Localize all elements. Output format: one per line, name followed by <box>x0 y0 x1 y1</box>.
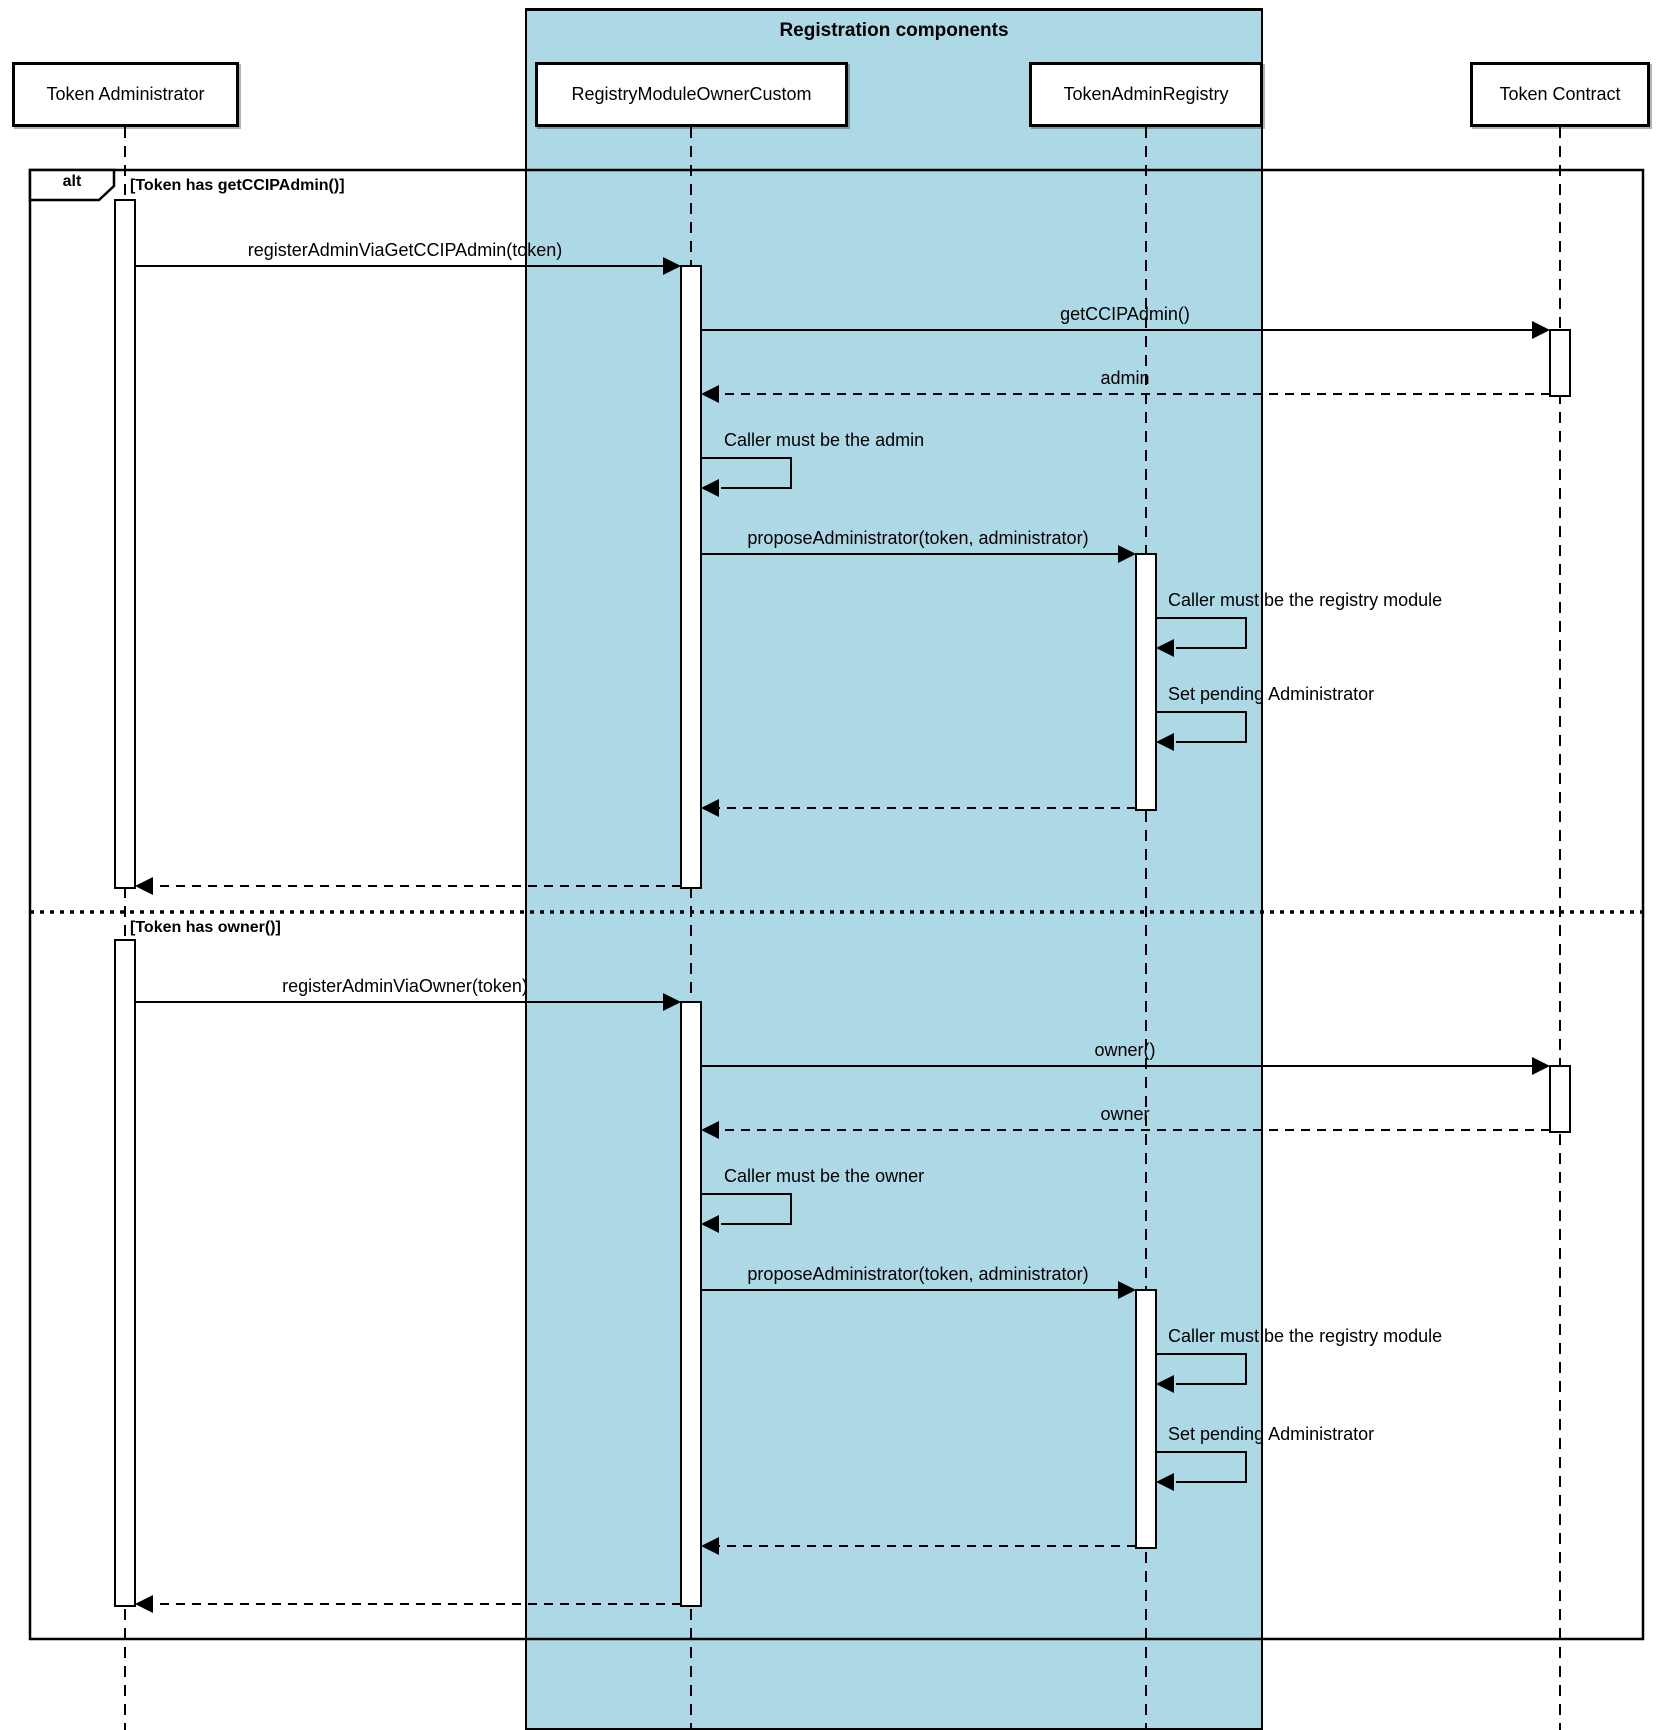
arrowhead <box>1156 1473 1174 1491</box>
alt-operator-label: alt <box>62 173 82 190</box>
message-label: Set pending Administrator <box>1168 1424 1375 1444</box>
message-label: proposeAdministrator(token, administrato… <box>747 1264 1089 1284</box>
message-label: Caller must be the admin <box>724 430 925 450</box>
arrowhead <box>1532 1057 1550 1075</box>
self-message-caller-must-be-registry-module-2 <box>1156 1353 1247 1385</box>
message-label: owner <box>1100 1104 1150 1124</box>
arrowhead <box>1156 733 1174 751</box>
arrowhead <box>663 993 681 1011</box>
participant-token-admin-registry: TokenAdminRegistry <box>1029 62 1263 127</box>
self-message-set-pending-administrator-2 <box>1156 1451 1247 1483</box>
message-label: Caller must be the owner <box>724 1166 925 1186</box>
activation-bar-token-contract-2 <box>1549 1065 1571 1133</box>
participant-label: Token Contract <box>1499 84 1621 104</box>
arrowhead <box>663 257 681 275</box>
activation-bar-registry-module-2 <box>680 1001 702 1607</box>
message-label: Set pending Administrator <box>1168 684 1375 704</box>
activation-bar-token-administrator-2 <box>114 939 136 1607</box>
arrowhead <box>135 877 153 895</box>
arrowhead <box>1118 1281 1136 1299</box>
message-label: proposeAdministrator(token, administrato… <box>747 528 1089 548</box>
guard-condition-1: [Token has getCCIPAdmin()] <box>130 177 345 194</box>
alt-frame <box>28 168 1645 1641</box>
participant-registry-module-owner-custom: RegistryModuleOwnerCustom <box>535 62 848 127</box>
arrowhead <box>701 1121 719 1139</box>
arrowhead <box>701 1215 719 1233</box>
activation-bar-token-admin-registry-2 <box>1135 1289 1157 1549</box>
self-message-caller-must-be-owner <box>701 1193 792 1225</box>
arrowhead <box>701 385 719 403</box>
activation-bar-token-administrator-1 <box>114 199 136 889</box>
arrowhead <box>1118 545 1136 563</box>
message-label: registerAdminViaOwner(token) <box>282 976 528 996</box>
arrowhead <box>701 479 719 497</box>
message-label: admin <box>1100 368 1150 388</box>
activation-bar-registry-module-1 <box>680 265 702 889</box>
guard-condition-2: [Token has owner()] <box>130 919 281 936</box>
arrowhead <box>135 1595 153 1613</box>
self-message-caller-must-be-admin <box>701 457 792 489</box>
alt-operator-pentagon <box>28 168 116 202</box>
diagram-title: Registration components <box>779 20 1009 41</box>
arrowhead <box>701 1537 719 1555</box>
message-label: Caller must be the registry module <box>1168 590 1443 610</box>
participant-label: TokenAdminRegistry <box>1063 84 1229 104</box>
arrowhead <box>701 799 719 817</box>
participant-token-contract: Token Contract <box>1470 62 1650 127</box>
self-message-set-pending-administrator-1 <box>1156 711 1247 743</box>
participant-label: Token Administrator <box>46 84 205 104</box>
message-label: owner() <box>1094 1040 1156 1060</box>
arrowhead <box>1532 321 1550 339</box>
message-label: registerAdminViaGetCCIPAdmin(token) <box>247 240 563 260</box>
activation-bar-token-admin-registry-1 <box>1135 553 1157 811</box>
participant-label: RegistryModuleOwnerCustom <box>571 84 812 104</box>
participant-token-administrator: Token Administrator <box>12 62 239 127</box>
self-message-caller-must-be-registry-module-1 <box>1156 617 1247 649</box>
message-label: getCCIPAdmin() <box>1060 304 1190 324</box>
activation-bar-token-contract-1 <box>1549 329 1571 397</box>
arrowhead <box>1156 639 1174 657</box>
message-label: Caller must be the registry module <box>1168 1326 1443 1346</box>
arrowhead <box>1156 1375 1174 1393</box>
